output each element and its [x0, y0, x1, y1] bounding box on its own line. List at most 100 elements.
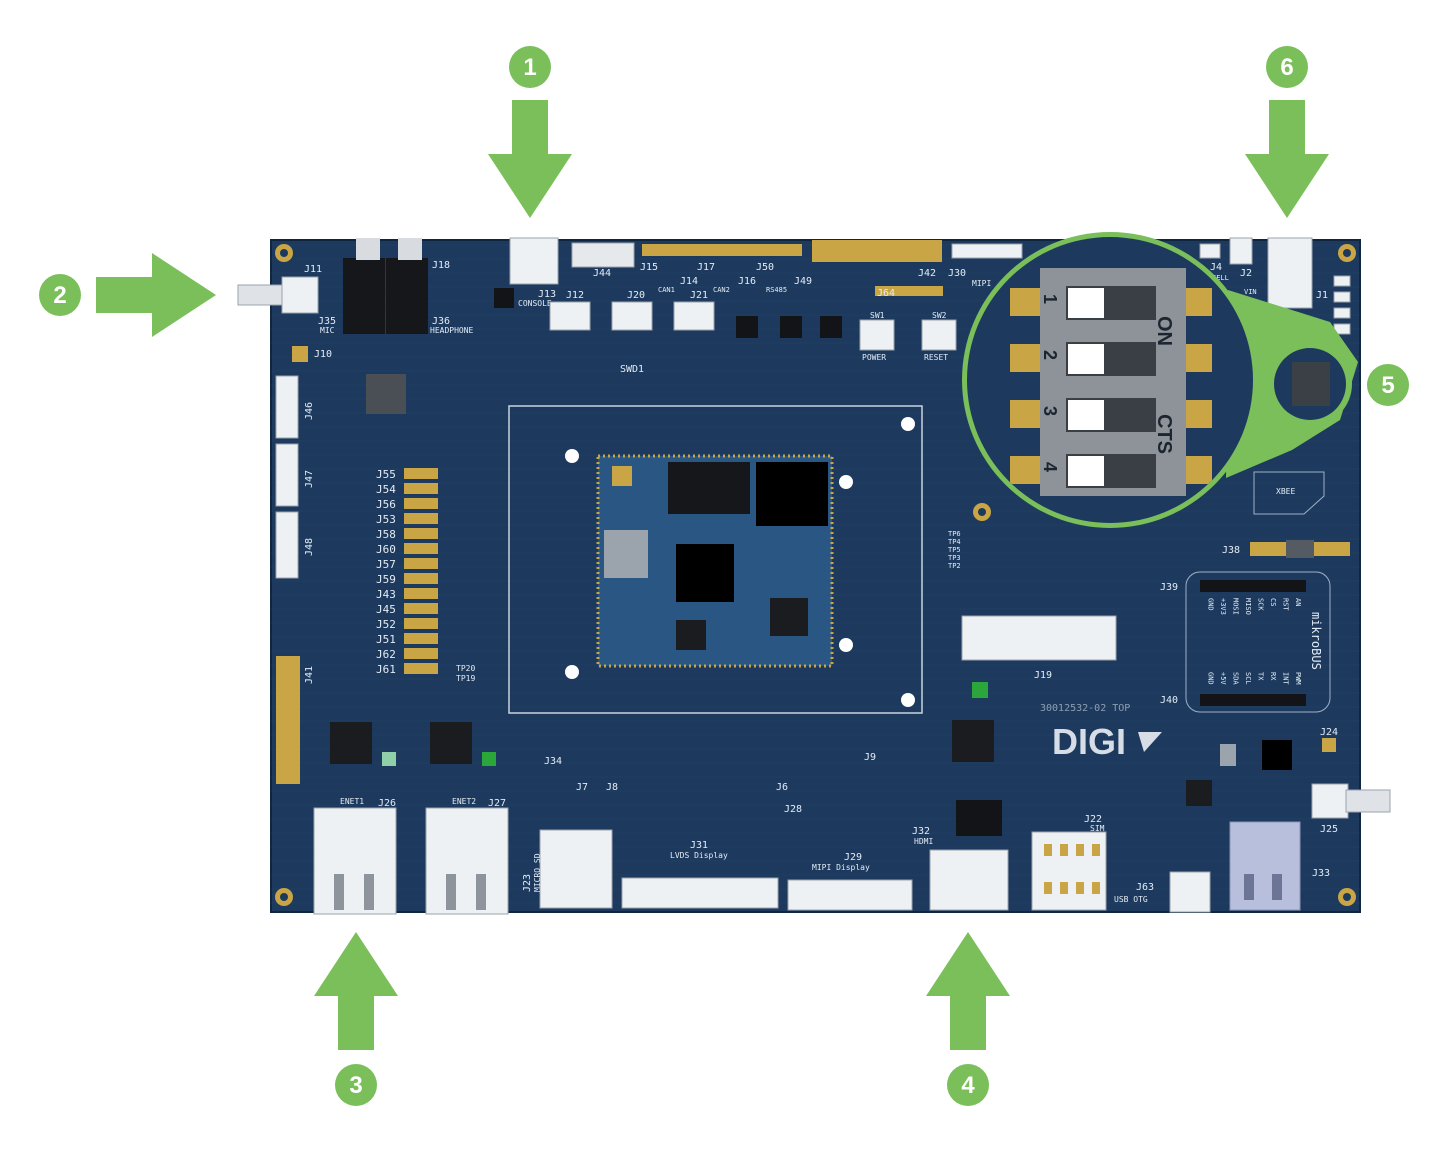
- digi-logo: DIGI: [1052, 721, 1126, 762]
- label-j49: J49: [794, 276, 812, 287]
- label-mikrobus: mikroBUS: [1309, 612, 1323, 670]
- callout-number: 4: [961, 1072, 975, 1099]
- label-j46: J46: [304, 402, 315, 420]
- label-j8: J8: [606, 782, 618, 793]
- label-test-point: TP6: [948, 530, 961, 538]
- callout-arrow: [488, 100, 572, 218]
- label-j21: J21: [690, 290, 708, 301]
- connector-j19: [961, 615, 1117, 661]
- label-vin: VIN: [1244, 288, 1257, 296]
- dip-position-label: 1: [1040, 294, 1060, 304]
- callout-arrow: [926, 932, 1010, 1050]
- dip-switch-toggle: [1068, 400, 1104, 430]
- label-stack-header: J60: [376, 543, 396, 556]
- label-j30: J30: [948, 268, 966, 279]
- console-usb-j13: [509, 237, 559, 285]
- dip-position-label: 2: [1040, 350, 1060, 360]
- mikrobus-pin-label: SCK: [1257, 598, 1265, 611]
- hdmi-j32: [929, 849, 1009, 911]
- dip-label-cts: CTS: [1153, 414, 1175, 454]
- dip-switch-toggle: [1068, 344, 1104, 374]
- label-j11: J11: [304, 264, 322, 275]
- left-white-headers: [275, 375, 299, 579]
- callout-number: 5: [1381, 372, 1394, 399]
- label-j40: J40: [1160, 695, 1178, 706]
- usb-otg-j63: [1169, 871, 1211, 913]
- label-swd1: SWD1: [620, 364, 644, 375]
- label-sim: SIM: [1090, 824, 1105, 833]
- label-hdmi: HDMI: [914, 837, 933, 846]
- label-j41: J41: [304, 666, 315, 684]
- label-sw1: SW1: [870, 311, 885, 320]
- label-rs485: RS485: [766, 286, 787, 294]
- label-stack-header: J43: [376, 588, 396, 601]
- label-j50: J50: [756, 262, 774, 273]
- label-j10: J10: [314, 349, 332, 360]
- callout-number: 2: [53, 282, 66, 309]
- power-button-sw1: [859, 319, 895, 351]
- so8-chips: [736, 316, 842, 338]
- microsd-slot-j23: [539, 829, 613, 909]
- dip-position-label: 3: [1040, 406, 1060, 416]
- som-outline: [508, 405, 923, 714]
- label-j17: J17: [697, 262, 715, 273]
- label-reset: RESET: [924, 353, 948, 362]
- callout-6: 6: [1245, 46, 1329, 218]
- label-j36: J36: [432, 316, 450, 327]
- header-stack: J55J54J56J53J58J60J57J59J43J45J52J51J62J…: [376, 468, 438, 676]
- label-j44: J44: [593, 268, 611, 279]
- label-stack-header: J57: [376, 558, 396, 571]
- label-stack-header: J45: [376, 603, 396, 616]
- label-micro-sd: MICRO SD: [533, 853, 542, 892]
- callouts: 1 2 3 4 5 6: [39, 46, 1409, 1106]
- dip-switch-toggle: [1068, 288, 1104, 318]
- label-test-point: TP4: [948, 538, 961, 546]
- mikrobus-pin-label: AN: [1294, 598, 1302, 606]
- label-j28: J28: [784, 804, 802, 815]
- label-j25: J25: [1320, 824, 1338, 835]
- label-stack-header: J58: [376, 528, 396, 541]
- label-cell: CELL: [1212, 274, 1229, 282]
- callout-arrow: [96, 253, 216, 337]
- mikrobus-pin-label: INT: [1282, 672, 1290, 685]
- label-j38: J38: [1222, 545, 1240, 556]
- label-j32: J32: [912, 826, 930, 837]
- label-headphone: HEADPHONE: [430, 326, 474, 335]
- mikrobus-pin-label: SDA: [1232, 672, 1240, 685]
- label-j2: J2: [1240, 268, 1252, 279]
- label-mipi: MIPI: [972, 279, 991, 288]
- callout-5: 5: [1367, 364, 1409, 406]
- callout-3: 3: [314, 932, 398, 1106]
- callout-number: 1: [523, 54, 536, 81]
- mikrobus-header-j40: [1200, 694, 1306, 706]
- lvds-connector-j31: [621, 877, 779, 909]
- label-j22: J22: [1084, 814, 1102, 825]
- label-j39: J39: [1160, 582, 1178, 593]
- label-enet1: ENET1: [340, 797, 364, 806]
- label-sw2: SW2: [932, 311, 947, 320]
- mikrobus-pin-label: GND: [1207, 672, 1215, 685]
- label-tp20: TP20: [456, 664, 475, 673]
- label-j31: J31: [690, 840, 708, 851]
- label-j63: J63: [1136, 882, 1154, 893]
- antenna-connector-j25: [1311, 783, 1391, 819]
- mikrobus-pin-label: PWM: [1294, 672, 1302, 685]
- label-stack-header: J56: [376, 498, 396, 511]
- label-stack-header: J55: [376, 468, 396, 481]
- label-j26: J26: [378, 798, 396, 809]
- label-power: POWER: [862, 353, 886, 362]
- label-j27: J27: [488, 798, 506, 809]
- mikrobus-pin-label: GND: [1207, 598, 1215, 611]
- label-j13: J13: [538, 289, 556, 300]
- reset-button-sw2: [921, 319, 957, 351]
- label-j1: J1: [1316, 290, 1328, 301]
- label-j20: J20: [627, 290, 645, 301]
- label-stack-header: J59: [376, 573, 396, 586]
- label-console: CONSOLE: [518, 299, 552, 308]
- mikrobus-pin-label: RX: [1269, 672, 1277, 681]
- power-jack-j1: [1267, 237, 1313, 309]
